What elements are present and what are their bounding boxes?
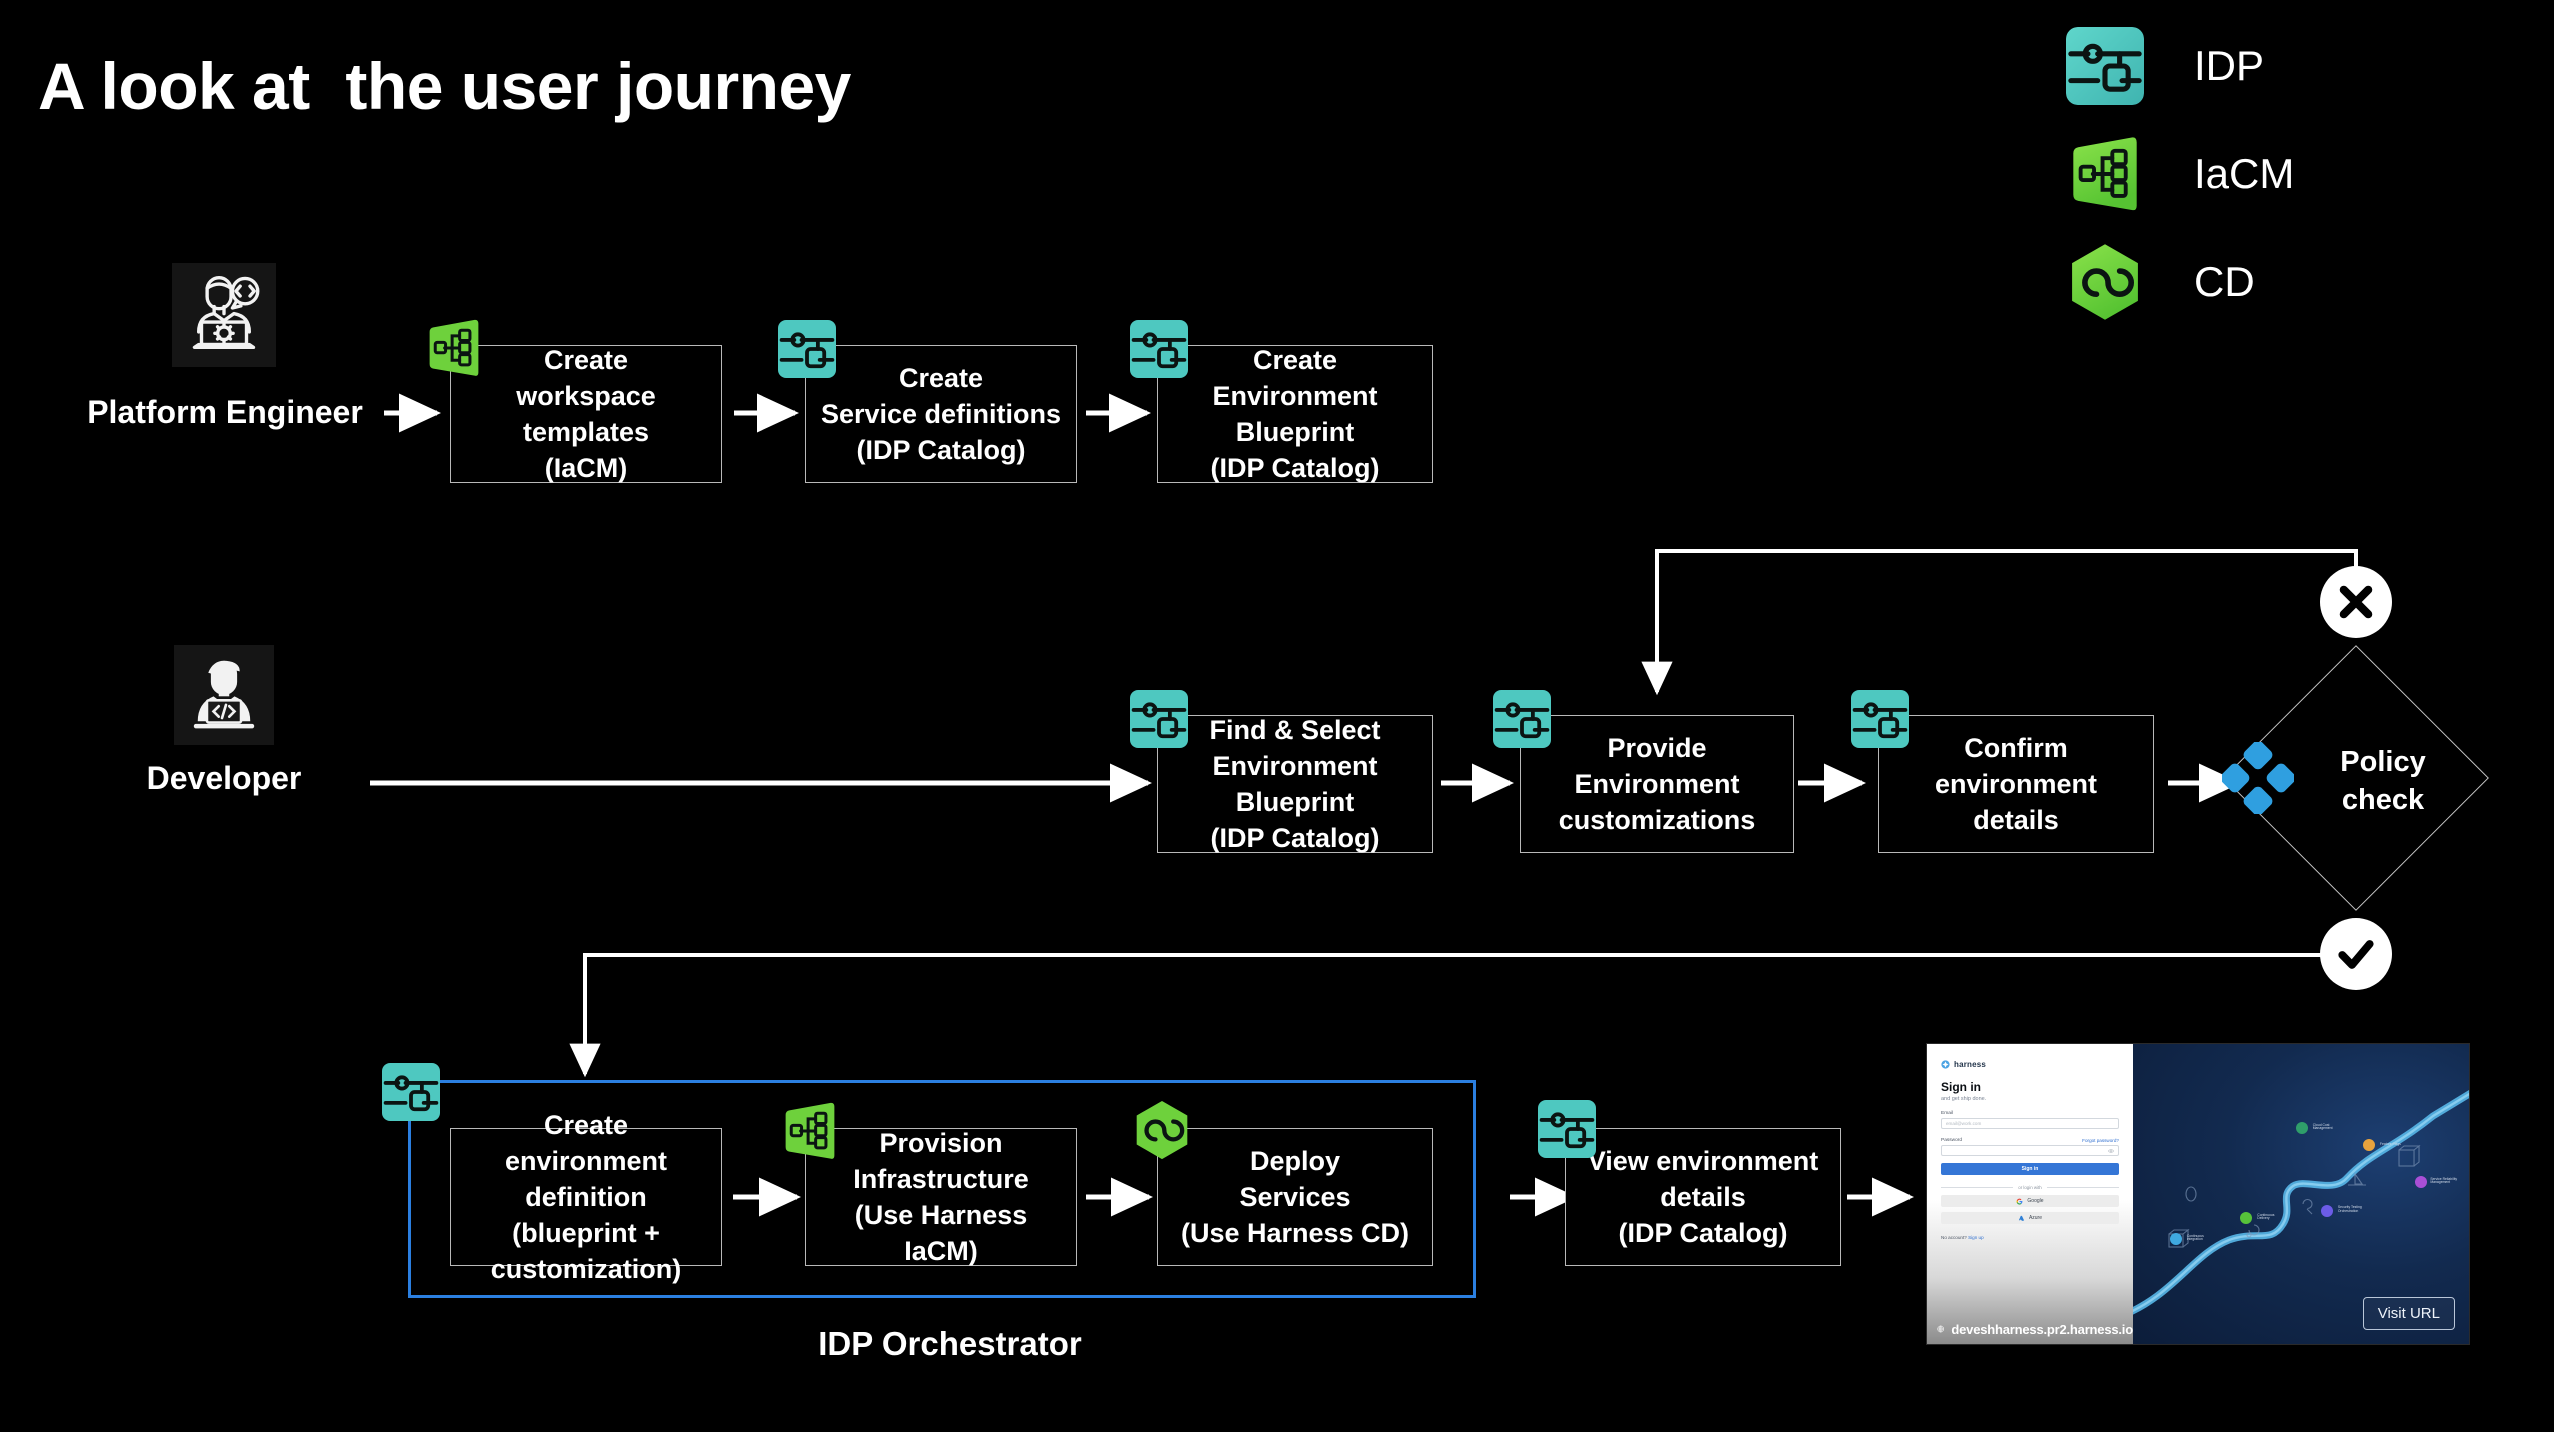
persona-label-developer: Developer <box>146 760 302 796</box>
policy-icon <box>2220 740 2296 819</box>
signin-subheading: and get ship done. <box>1941 1096 1987 1102</box>
reject-cross-icon <box>2320 566 2392 638</box>
forgot-password-link[interactable]: Forgot password? <box>2082 1138 2119 1143</box>
cd-icon <box>1132 1100 1192 1165</box>
divider-label: or login with <box>2018 1185 2042 1190</box>
module-dot-ff <box>2363 1138 2376 1151</box>
step-label: Create Environment Blueprint (IDP Catalo… <box>1210 344 1380 484</box>
module-label-ff: Feature Flags <box>2379 1142 2401 1146</box>
step-confirm-environment-details[interactable]: Confirm environment details <box>1878 715 2154 853</box>
step-create-environment-definition[interactable]: Create environment definition (blueprint… <box>450 1110 722 1284</box>
globe-icon <box>1937 1325 1945 1333</box>
step-label: Create workspace templates (IaCM) <box>516 344 656 484</box>
legend: IDP <box>2066 12 2506 336</box>
cd-icon <box>2066 243 2144 321</box>
module-dot-cd <box>2240 1212 2253 1224</box>
approve-check-icon <box>2320 918 2392 990</box>
idp-icon <box>778 320 836 383</box>
login-divider: or login with <box>1941 1185 2119 1190</box>
step-deploy-services[interactable]: Deploy Services (Use Harness CD) <box>1157 1128 1433 1266</box>
platform-engineer-avatar-icon <box>172 263 276 367</box>
step-view-environment-details[interactable]: View environment details (IDP Catalog) <box>1565 1128 1841 1266</box>
page-title: A look at the user journey <box>38 49 851 123</box>
signin-button-label: Sign in <box>2021 1166 2039 1172</box>
step-label: Confirm environment details <box>1934 732 2098 836</box>
persona-label-platform-engineer: Platform Engineer <box>87 394 363 430</box>
policy-check-label: Policy check <box>2340 746 2426 816</box>
idp-orchestrator-container <box>408 1080 1476 1298</box>
url-text: deveshharness.pr2.harness.io <box>1951 1321 2133 1337</box>
signin-heading: Sign in <box>1941 1080 1981 1094</box>
harness-wordmark: harness <box>1954 1060 1987 1069</box>
step-label: Provision Infrastructure (Use Harness Ia… <box>853 1127 1029 1267</box>
module-dot-ccm <box>2295 1122 2308 1134</box>
module-dot-sto <box>2321 1204 2334 1217</box>
legend-item-cd: CD <box>2066 228 2506 336</box>
idp-icon <box>1130 690 1188 753</box>
step-create-service-definitions[interactable]: Create Service definitions (IDP Catalog) <box>805 345 1077 483</box>
iacm-icon <box>780 1101 840 1166</box>
developer-avatar-icon <box>174 645 274 745</box>
step-label: View environment details (IDP Catalog) <box>1587 1145 1819 1249</box>
divider-line-right <box>2046 1187 2119 1188</box>
no-account-text: No account? Sign up <box>1941 1235 2119 1240</box>
step-find-select-environment-blueprint[interactable]: Find & Select Environment Blueprint (IDP… <box>1157 715 1433 853</box>
harness-mark-icon <box>1941 1060 1950 1069</box>
harness-logo: harness <box>1941 1060 2119 1069</box>
step-create-workspace-templates[interactable]: Create workspace templates (IaCM) <box>450 345 722 483</box>
step-label: Create environment definition (blueprint… <box>490 1109 682 1285</box>
iacm-icon <box>424 318 484 383</box>
step-label: Provide Environment customizations <box>1558 732 1756 836</box>
google-icon <box>2016 1198 2023 1205</box>
signin-panel: harness Sign in and get ship done. Email… <box>1927 1044 2133 1344</box>
email-field[interactable]: email@work.com <box>1941 1118 2119 1129</box>
step-label: Deploy Services (Use Harness CD) <box>1180 1145 1410 1249</box>
legend-item-iacm: IaCM <box>2066 120 2506 228</box>
idp-icon <box>2066 27 2144 105</box>
google-login-button[interactable]: Google <box>1941 1195 2119 1207</box>
idp-icon <box>1493 690 1551 753</box>
step-provide-environment-customizations[interactable]: Provide Environment customizations <box>1520 715 1794 853</box>
legend-label-iacm: IaCM <box>2194 150 2295 197</box>
module-label-sto: Security Testing Orchestration <box>2337 1205 2362 1213</box>
step-provision-infrastructure[interactable]: Provision Infrastructure (Use Harness Ia… <box>805 1128 1077 1266</box>
divider-line-left <box>1941 1187 2014 1188</box>
legend-label-cd: CD <box>2194 258 2255 305</box>
google-login-label: Google <box>2027 1198 2044 1204</box>
step-label: Create Service definitions (IDP Catalog) <box>820 362 1062 466</box>
step-label: Find & Select Environment Blueprint (IDP… <box>1209 714 1381 854</box>
legend-label-idp: IDP <box>2194 42 2265 89</box>
idp-icon <box>382 1063 440 1126</box>
module-dot-ci <box>2169 1233 2182 1245</box>
module-dot-srm <box>2415 1176 2428 1188</box>
step-create-environment-blueprint[interactable]: Create Environment Blueprint (IDP Catalo… <box>1157 345 1433 483</box>
signin-button[interactable]: Sign in <box>1941 1163 2119 1175</box>
harness-signin-thumbnail[interactable]: harness Sign in and get ship done. Email… <box>1927 1044 2469 1344</box>
iacm-icon <box>2066 135 2144 213</box>
email-label: Email <box>1941 1111 1953 1116</box>
eye-icon[interactable] <box>2107 1148 2114 1154</box>
idp-orchestrator-label: IDP Orchestrator <box>818 1325 1082 1362</box>
azure-login-label: Azure <box>2028 1215 2042 1221</box>
signup-link[interactable]: Sign up <box>1968 1235 1984 1240</box>
password-label: Password <box>1941 1138 1963 1143</box>
idp-icon <box>1851 690 1909 753</box>
email-placeholder: email@work.com <box>1946 1121 1982 1126</box>
azure-icon <box>2018 1215 2025 1221</box>
idp-icon <box>1538 1100 1596 1163</box>
password-field[interactable] <box>1941 1145 2119 1156</box>
module-label-cd: Continuous Delivery <box>2257 1212 2275 1221</box>
harness-illustration-panel: Continuous Integration Continuous Delive… <box>2132 1044 2469 1344</box>
azure-login-button[interactable]: Azure <box>1941 1212 2119 1224</box>
idp-icon <box>1130 320 1188 383</box>
visit-url-button[interactable]: Visit URL <box>2362 1297 2455 1330</box>
url-bar: deveshharness.pr2.harness.io <box>1927 1314 2133 1344</box>
module-label-ccm: Cloud Cost Management <box>2312 1122 2333 1131</box>
module-label-ci: Continuous Integration <box>2186 1233 2204 1242</box>
reject-loop-path <box>1641 549 2358 696</box>
legend-item-idp: IDP <box>2066 12 2506 120</box>
module-label-srm: Service Reliability Management <box>2430 1176 2458 1185</box>
no-account-label: No account? <box>1941 1235 1967 1240</box>
